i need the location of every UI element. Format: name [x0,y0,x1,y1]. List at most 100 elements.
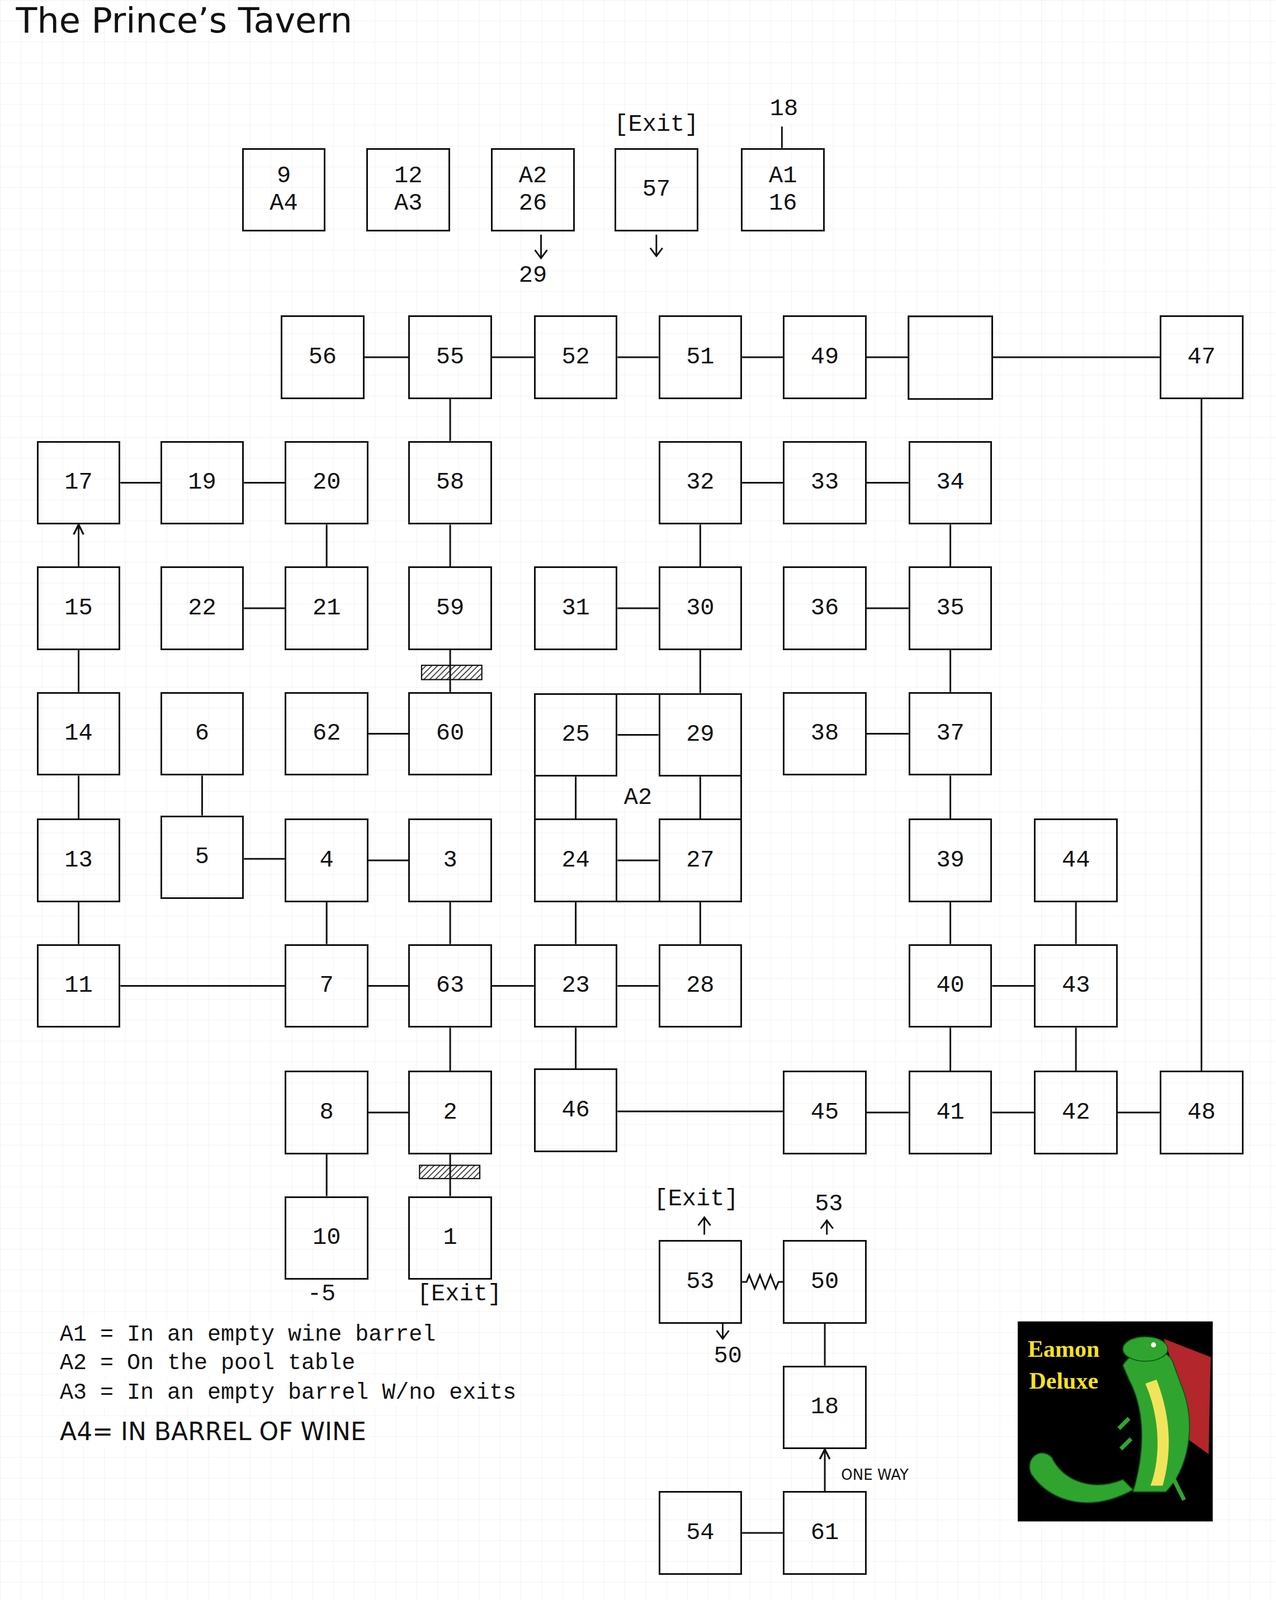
room-box: 58 [408,441,493,526]
room-number: 20 [312,469,341,496]
logo-text: Deluxe [1028,1368,1099,1394]
room-box: 2 [408,1070,493,1155]
passage-line [449,524,452,567]
room-box: 31 [533,566,618,651]
room-number: 8 [319,1099,334,1127]
room-box: 25 [533,693,618,778]
passage-line [449,1027,452,1071]
room-box: 24 [533,818,618,903]
passage-line [949,902,952,945]
passage-line [991,1111,1034,1114]
room-number: 12 [394,162,423,190]
room-box: 6 [160,692,245,777]
passage-line [699,650,702,694]
artifact-tag: A2 [624,784,652,812]
room-box: 22 [160,566,245,651]
room-number: 14 [64,720,93,748]
passage-line [1117,1111,1160,1114]
passage-line [742,481,783,484]
room-number: 54 [686,1519,715,1547]
passage-line [949,1027,952,1071]
room-box: 60 [408,692,493,777]
room-number: 6 [195,720,210,748]
room-box: 55 [408,315,493,400]
room-number: 10 [312,1224,341,1252]
room-box: 46 [533,1068,618,1153]
room-number: 32 [686,469,715,496]
exit-label: [Exit] [651,1185,740,1213]
room-box: 50 [782,1240,867,1325]
room-box: 41 [908,1070,993,1155]
artifact-tag: A3 [394,190,423,217]
room-box: 47 [1159,315,1244,400]
room-number: 5 [195,843,210,871]
dragon-head [1122,1336,1168,1362]
passage-line [866,481,909,484]
logo-ground [1017,1321,1213,1523]
passage-line [866,1111,909,1114]
room-number: 50 [810,1268,839,1296]
passage-line [368,733,409,735]
passage-line [699,902,702,945]
room-box: 30 [658,566,743,651]
passage-line [866,733,909,735]
dragon-eye [1150,1342,1156,1348]
passage-line [949,650,952,693]
passage-line [243,607,285,610]
room-number: 36 [810,594,839,622]
one-way-arrow [77,524,80,567]
passage-line [866,607,909,610]
room-box: 56 [280,315,365,400]
passage-line [492,356,534,358]
room-box: 38 [782,692,867,777]
artifact-tag: A2 [518,162,547,190]
passage-line [617,734,659,736]
exit-label: [Exit] [415,1281,504,1308]
room-box: 10 [284,1196,369,1281]
passage-line [574,1027,577,1069]
passage-line [1200,399,1203,1071]
room-box: 14 [36,692,121,777]
passage-line [368,985,409,987]
empty-room-box [908,316,993,400]
room-number: 11 [64,972,93,1000]
room-box: 23 [533,944,618,1029]
room-number: 38 [810,720,839,748]
passage-line [201,775,203,816]
room-number: 62 [312,720,341,748]
one-way-arrow [824,1449,826,1492]
exit-label: 18 [768,95,800,123]
room-number: 26 [518,190,547,217]
passage-line [742,356,783,358]
room-number: 39 [936,847,964,874]
room-number: 3 [442,847,457,874]
room-box: 51 [658,315,743,400]
room-number: 37 [936,720,964,748]
room-box: 32 [658,441,743,526]
room-box: 42 [1033,1070,1118,1155]
room-box: 15 [36,566,121,651]
room-number: 34 [936,469,964,496]
passage-line [325,902,328,945]
room-number: 13 [64,847,93,874]
pool-table-region: A225292427 [533,693,743,903]
passage-line [449,902,452,945]
passage-line [449,650,452,693]
room-number: 35 [936,594,964,622]
room-box: 59 [408,566,493,651]
room-number: 31 [561,594,590,622]
legend-note: A4= IN BARREL OF WINE [58,1418,368,1447]
room-box: 54 [658,1491,743,1576]
room-box: 20 [284,441,369,526]
passage-line [742,1275,783,1289]
passage-line [1075,1027,1077,1071]
legend-note: A3 = In an empty barrel W/no exits [58,1380,518,1407]
room-number: 22 [187,594,216,622]
edge-label: ONE WAY [839,1466,911,1483]
room-box: 36 [782,566,867,651]
room-box: 27 [658,818,743,903]
room-box: 49 [782,315,867,400]
room-box: 40 [908,944,993,1029]
room-box: 3 [408,818,493,903]
room-number: 48 [1187,1099,1216,1127]
